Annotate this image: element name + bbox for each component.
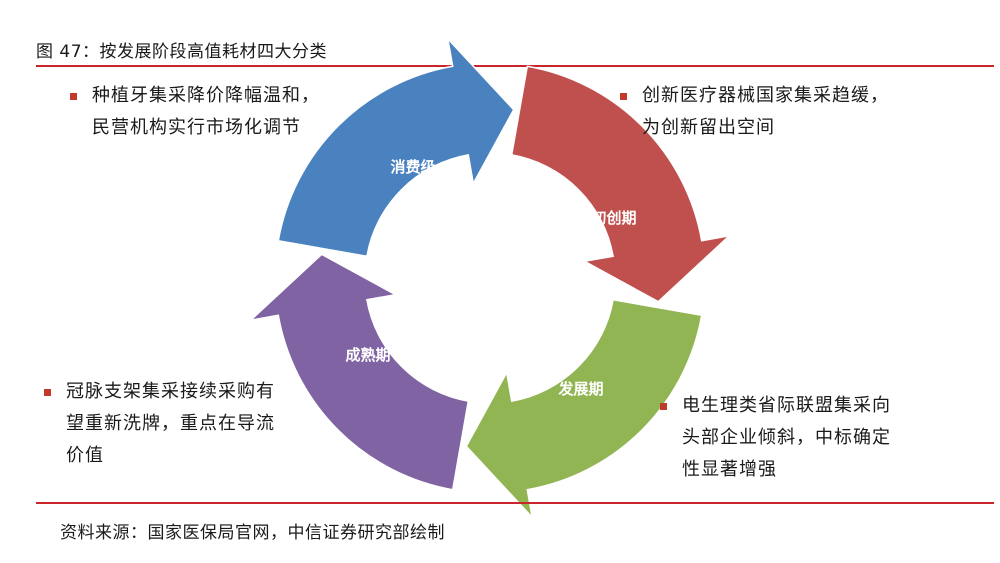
source-note: 资料来源：国家医保局官网，中信证券研究部绘制 bbox=[60, 523, 445, 543]
note-line: 电生理类省际联盟集采向 bbox=[682, 395, 891, 416]
note-line: 冠脉支架集采接续采购有 bbox=[66, 381, 275, 402]
figure-title: 图 47：按发展阶段高值耗材四大分类 bbox=[36, 42, 328, 62]
bullet-marker bbox=[620, 93, 627, 100]
note-line: 头部企业倾斜，中标确定 bbox=[682, 427, 891, 448]
arrow-startup bbox=[510, 65, 732, 303]
note-line: 民营机构实行市场化调节 bbox=[92, 117, 301, 138]
note-bottom-left: 冠脉支架集采接续采购有 望重新洗牌，重点在导流 价值 bbox=[44, 376, 275, 472]
source-divider bbox=[36, 502, 994, 504]
arrow-development bbox=[465, 298, 703, 520]
note-line: 望重新洗牌，重点在导流 bbox=[66, 413, 275, 434]
stage-label-development: 发展期 bbox=[557, 380, 603, 398]
note-line: 为创新留出空间 bbox=[642, 117, 775, 138]
stage-label-consumer: 消费级 bbox=[390, 158, 436, 176]
note-line: 创新医疗器械国家集采趋缓， bbox=[642, 85, 889, 106]
note-line: 性显著增强 bbox=[682, 459, 777, 480]
stage-label-mature: 成熟期 bbox=[345, 346, 390, 364]
note-line: 种植牙集采降价降幅温和， bbox=[92, 85, 320, 106]
note-top-right: 创新医疗器械国家集采趋缓， 为创新留出空间 bbox=[620, 80, 889, 144]
arrow-consumer bbox=[277, 36, 515, 258]
bullet-marker bbox=[70, 93, 77, 100]
note-top-left: 种植牙集采降价降幅温和， 民营机构实行市场化调节 bbox=[70, 80, 320, 144]
arrow-mature bbox=[248, 253, 470, 491]
title-divider bbox=[36, 65, 994, 67]
bullet-marker bbox=[44, 389, 51, 396]
stage-label-startup: 初创期 bbox=[591, 209, 636, 227]
note-bottom-right: 电生理类省际联盟集采向 头部企业倾斜，中标确定 性显著增强 bbox=[660, 390, 891, 486]
note-line: 价值 bbox=[66, 445, 104, 466]
bullet-marker bbox=[660, 403, 667, 410]
